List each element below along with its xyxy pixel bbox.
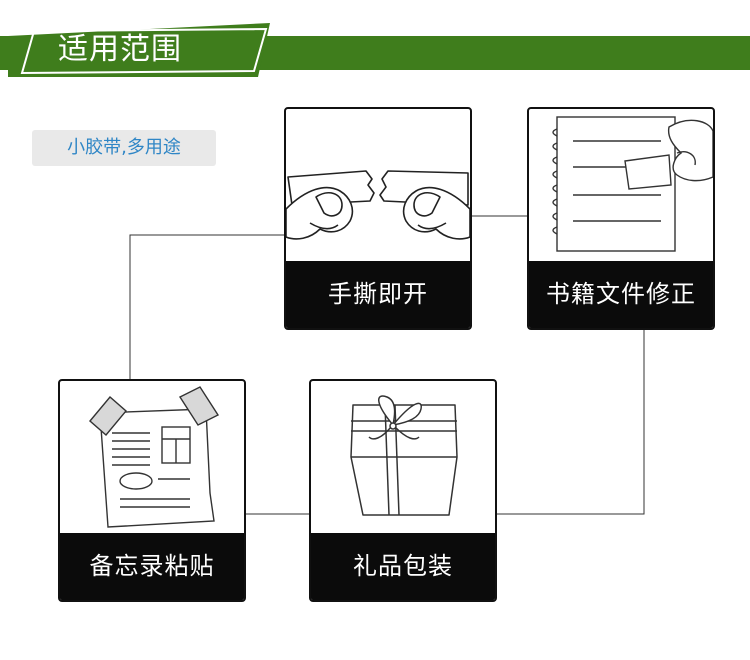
card-label: 礼品包装 (311, 533, 495, 600)
card-memo-paste: 备忘录粘贴 (58, 379, 246, 602)
card-book-repair: 书籍文件修正 (527, 107, 715, 330)
tearing-tape-icon (286, 170, 470, 240)
tagline-badge: 小胶带,多用途 (32, 130, 216, 166)
card-label: 书籍文件修正 (529, 261, 713, 328)
card-label: 备忘录粘贴 (60, 533, 244, 600)
card-gift-wrap: 礼品包装 (309, 379, 497, 602)
memo-note-icon (89, 386, 220, 528)
gift-box-icon (350, 395, 458, 516)
header-tab-shape (8, 23, 270, 77)
card-tear-open: 手撕即开 (284, 107, 472, 330)
book-repair-icon (552, 116, 713, 252)
page-title: 适用范围 (58, 32, 182, 67)
card-label: 手撕即开 (286, 261, 470, 328)
